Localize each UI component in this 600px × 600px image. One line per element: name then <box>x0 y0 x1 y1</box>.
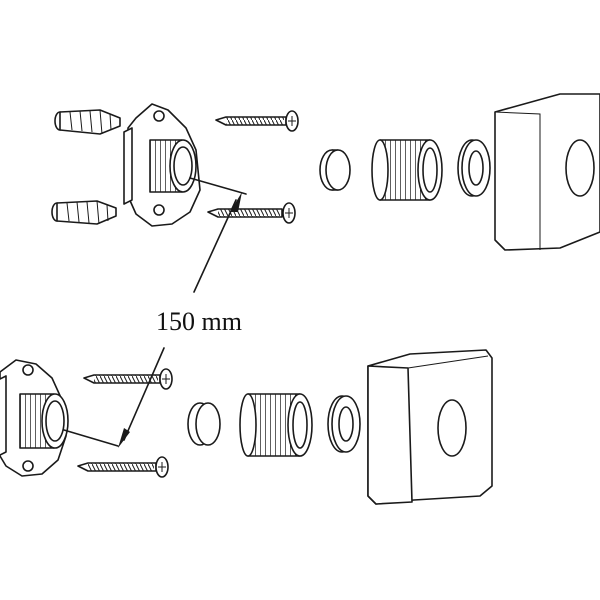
lower-assembly <box>0 349 493 505</box>
screw-upper-2 <box>207 202 296 224</box>
dimension-label: 150 mm <box>156 307 242 336</box>
wall-plug-upper-2 <box>51 200 117 225</box>
dimension-leader-upper <box>193 199 237 293</box>
cap-ring-lower <box>187 402 221 446</box>
dimension-extension-line-lower <box>63 429 119 447</box>
mounting-flange-upper <box>123 103 201 227</box>
dimension-arrow-lower <box>118 428 130 448</box>
dimension-arrow-upper <box>230 192 242 212</box>
cover-plate-upper <box>494 93 600 251</box>
screw-upper-1 <box>215 110 299 132</box>
mounting-flange-lower <box>0 359 69 477</box>
washer-lower <box>327 395 361 453</box>
threaded-adaptor-lower <box>239 393 313 457</box>
threaded-adaptor-upper <box>371 139 443 201</box>
wall-plug-upper-1 <box>54 109 121 135</box>
cover-plate-lower <box>367 349 493 505</box>
dimension-150mm: 150 mm <box>63 177 247 448</box>
screw-lower-2 <box>77 456 169 478</box>
upper-assembly <box>51 93 600 251</box>
washer-upper <box>457 139 491 197</box>
screw-lower-1 <box>83 368 173 390</box>
dimension-leader-lower <box>123 347 165 441</box>
cap-ring-upper <box>319 149 351 191</box>
dimension-extension-line-upper <box>189 177 247 195</box>
